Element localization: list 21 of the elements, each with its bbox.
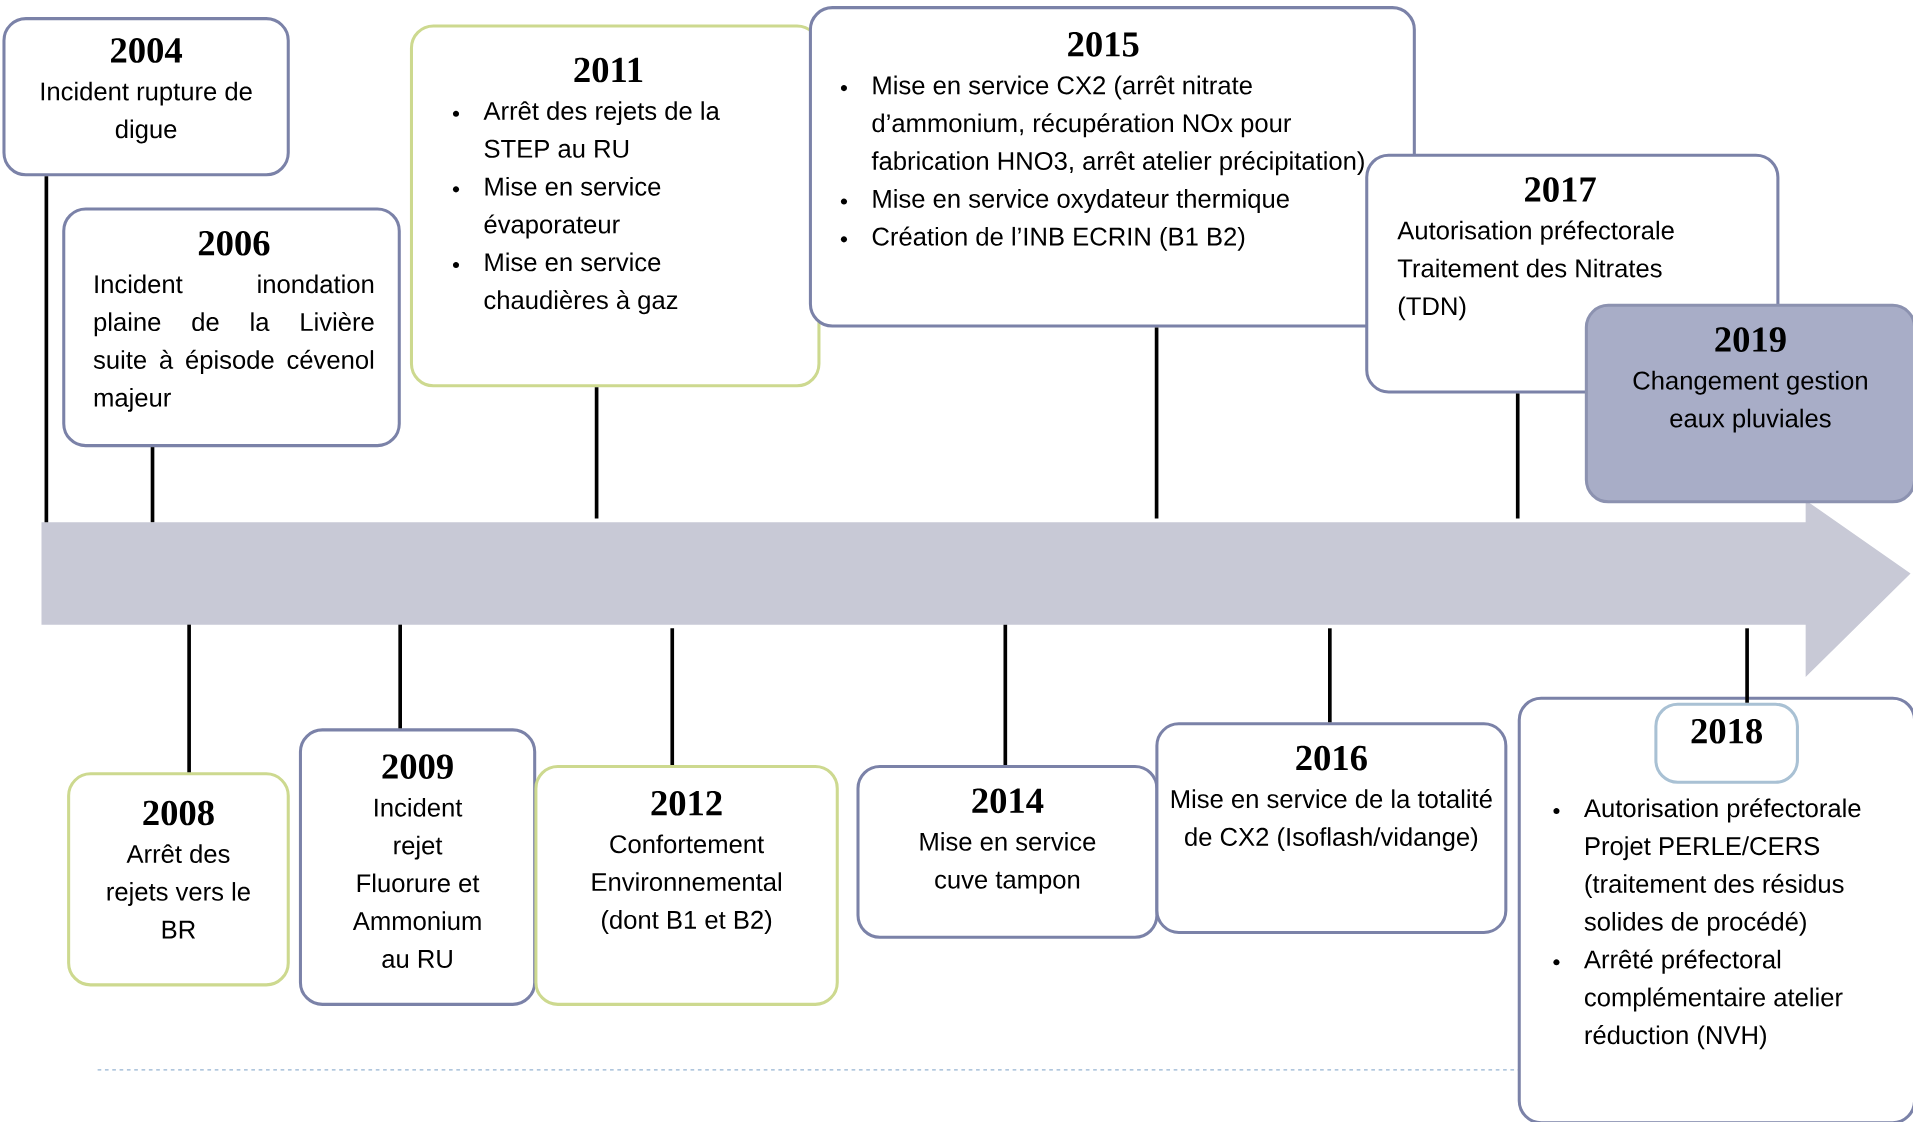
- leader-line: [1515, 393, 1520, 519]
- leader-line: [150, 446, 155, 522]
- leader-line: [670, 628, 675, 765]
- event-box: 2006 Incident inondation plaine de la Livière suite à épisode cévenol majeur: [62, 207, 401, 447]
- leader-line: [1154, 327, 1159, 519]
- event-box: 2004 Incident rupture de digue: [2, 16, 290, 177]
- event-box: 2011 Arrêt des rejets de la STEP au RU Mise en service évaporateur Mise en service chaudières à gaz: [409, 24, 821, 388]
- event-box: 2016 Mise en service de la totalité de CX2 (Isoflash/vidange): [1155, 722, 1508, 934]
- leader-line: [44, 176, 49, 522]
- leader-line: [398, 624, 402, 729]
- leader-line: [187, 624, 191, 773]
- event-box: 2019 Changement gestion eaux pluviales: [1584, 303, 1913, 504]
- leader-line: [594, 387, 599, 519]
- event-box: 2008 Arrêt des rejets vers le BR: [67, 772, 290, 987]
- event-box: 2009 Incident rejet Fluorure et Ammonium au RU: [298, 728, 537, 1006]
- leader-line: [1745, 628, 1749, 703]
- event-box: 2014 Mise en service cuve tampon: [856, 764, 1159, 939]
- leader-line: [1003, 624, 1008, 765]
- leader-line: [1328, 628, 1332, 723]
- year-box: 2018: [1654, 702, 1799, 784]
- event-box: 2012 Confortement Environnemental (dont B1 et B2): [534, 764, 839, 1006]
